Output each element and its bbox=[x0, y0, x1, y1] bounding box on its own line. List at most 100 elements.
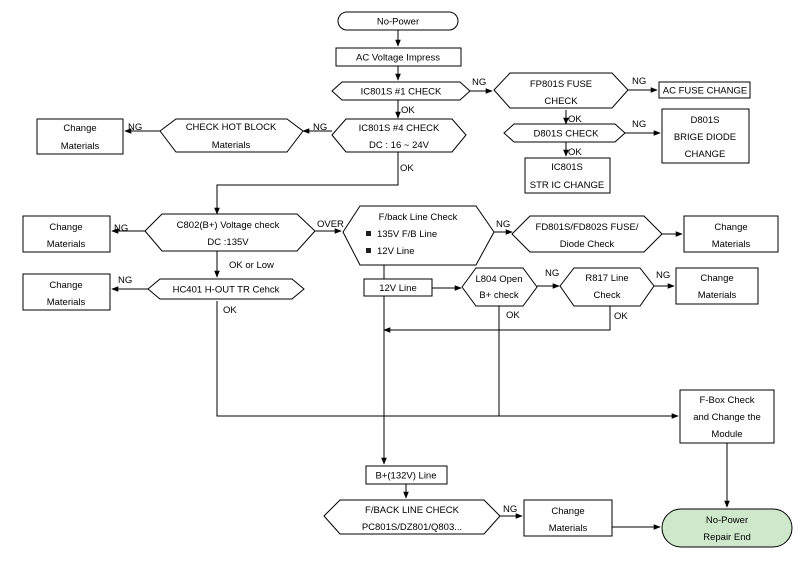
node-ac-fuse-line: AC FUSE CHANGE bbox=[663, 86, 747, 97]
node-l804-line1: L804 Open bbox=[475, 274, 522, 285]
node-change-3-line1: Change bbox=[714, 222, 747, 233]
node-d801s-check-line: D801S CHECK bbox=[534, 129, 600, 140]
node-fd801s: FD801S/FD802S FUSE/ Diode Check bbox=[511, 215, 663, 253]
node-fp801s-line2: CHECK bbox=[544, 96, 578, 107]
label-ng-fback: NG bbox=[496, 219, 510, 230]
node-change-2-line1: Change bbox=[49, 222, 82, 233]
label-ok-hc401: OK bbox=[223, 305, 237, 316]
node-fbox-line3: Module bbox=[711, 429, 742, 440]
node-fbox-line1: F-Box Check bbox=[700, 395, 755, 406]
node-ic801s-1-line: IC801S #1 CHECK bbox=[361, 87, 442, 98]
node-change-4-line1: Change bbox=[49, 280, 82, 291]
node-d801s-bridge-line2: BRIGE DIODE bbox=[674, 132, 736, 143]
node-start-line: No-Power bbox=[377, 17, 419, 28]
node-r817-line2: Check bbox=[594, 290, 621, 301]
node-hot-block-line2: Materials bbox=[212, 140, 251, 151]
node-fback-final-line2: PC801S/DZ801/Q803... bbox=[362, 522, 462, 533]
label-ok-r817: OK bbox=[614, 311, 628, 322]
node-change-4-line2: Materials bbox=[47, 297, 86, 308]
node-r817: R817 Line Check bbox=[559, 267, 655, 307]
node-c802-line1: C802(B+) Voltage check bbox=[177, 220, 280, 231]
node-12v-line: 12V Line bbox=[363, 278, 433, 297]
node-change-5-line2: Materials bbox=[698, 290, 737, 301]
label-ng-ic801s4: NG bbox=[313, 122, 327, 133]
node-hot-block-line1: CHECK HOT BLOCK bbox=[186, 122, 277, 133]
bullet-12v-icon bbox=[366, 248, 371, 253]
node-change-5-line1: Change bbox=[700, 273, 733, 284]
node-12v-line-text: 12V Line bbox=[379, 283, 417, 294]
node-change-3-line2: Materials bbox=[712, 239, 751, 250]
node-bplus: B+(132V) Line bbox=[365, 465, 448, 485]
node-change-6-line1: Change bbox=[551, 506, 584, 517]
node-fback-final: F/BACK LINE CHECK PC801S/DZ801/Q803... bbox=[323, 499, 501, 535]
label-ok-d801s: OK bbox=[568, 147, 582, 158]
label-ng-hotblock: NG bbox=[128, 122, 142, 133]
label-ng-l804: NG bbox=[545, 268, 559, 279]
node-l804: L804 Open B+ check bbox=[461, 267, 538, 307]
label-ng-d801s: NG bbox=[632, 119, 646, 130]
node-l804-line2: B+ check bbox=[479, 290, 519, 301]
node-change-6: Change Materials bbox=[523, 499, 613, 537]
node-bplus-line: B+(132V) Line bbox=[376, 471, 437, 482]
node-ic801s-1: IC801S #1 CHECK bbox=[331, 81, 471, 101]
label-ok-ic801s4: OK bbox=[400, 163, 414, 174]
node-change-5: Change Materials bbox=[675, 267, 759, 305]
label-ng-r817: NG bbox=[656, 270, 670, 281]
node-fp801s-line1: FP801S FUSE bbox=[530, 79, 592, 90]
node-d801s-bridge-line1: D801S bbox=[690, 115, 719, 126]
node-fbox-line2: and Change the bbox=[693, 412, 761, 423]
node-ac-fuse: AC FUSE CHANGE bbox=[658, 81, 751, 99]
node-start: No-Power bbox=[337, 11, 459, 31]
node-hc401: HC401 H-OUT TR Cehck bbox=[147, 278, 305, 300]
node-fback: F/back Line Check 135V F/B Line 12V Line bbox=[342, 205, 495, 266]
node-ic801s-str-line1: IC801S bbox=[551, 162, 583, 173]
node-hc401-line: HC401 H-OUT TR Cehck bbox=[173, 285, 280, 296]
node-fback-line1: F/back Line Check bbox=[379, 212, 458, 223]
node-ic801s-str-line2: STR IC CHANGE bbox=[530, 180, 604, 191]
node-end: No-Power Repair End bbox=[661, 508, 793, 548]
label-ok-l804: OK bbox=[506, 310, 520, 321]
node-change-1-line1: Change bbox=[63, 123, 96, 134]
node-end-line1: No-Power bbox=[706, 515, 748, 526]
node-change-6-line2: Materials bbox=[549, 523, 588, 534]
label-ng-hc401: NG bbox=[118, 275, 132, 286]
node-fd801s-line2: Diode Check bbox=[560, 239, 615, 250]
node-ic801s-str: IC801S STR IC CHANGE bbox=[524, 157, 611, 194]
node-change-2-line2: Materials bbox=[47, 239, 86, 250]
node-d801s-bridge: D801S BRIGE DIODE CHANGE bbox=[661, 108, 750, 164]
node-ac-voltage: AC Voltage Impress bbox=[335, 47, 462, 67]
node-fd801s-line1: FD801S/FD802S FUSE/ bbox=[536, 222, 639, 233]
node-fback-line2: 135V F/B Line bbox=[377, 229, 437, 240]
node-change-4: Change Materials bbox=[22, 273, 111, 311]
label-ok-or-low: OK or Low bbox=[229, 260, 274, 271]
node-change-2: Change Materials bbox=[22, 215, 111, 253]
node-ic801s-4: IC801S #4 CHECK DC : 16 ~ 24V bbox=[331, 118, 467, 153]
label-ok-fp801s: OK bbox=[568, 114, 582, 125]
node-change-3: Change Materials bbox=[683, 215, 779, 253]
node-fback-final-line1: F/BACK LINE CHECK bbox=[365, 505, 460, 516]
node-d801s-check: D801S CHECK bbox=[503, 123, 626, 143]
edge-labels: NG OK NG OK NG OK NG NG OK NG OVER NG OK… bbox=[114, 76, 670, 515]
node-d801s-bridge-line3: CHANGE bbox=[685, 149, 726, 160]
node-change-1-line2: Materials bbox=[61, 141, 100, 152]
label-ng-c802: NG bbox=[114, 223, 128, 234]
node-c802: C802(B+) Voltage check DC :135V bbox=[144, 213, 316, 252]
label-ok-ic801s1: OK bbox=[401, 105, 415, 116]
node-ic801s-4-line2: DC : 16 ~ 24V bbox=[369, 140, 430, 151]
connectors bbox=[111, 30, 730, 530]
node-fbox: F-Box Check and Change the Module bbox=[679, 389, 775, 444]
label-ng-fp801s: NG bbox=[632, 76, 646, 87]
node-c802-line2: DC :135V bbox=[207, 237, 249, 248]
node-change-1: Change Materials bbox=[36, 118, 124, 155]
node-end-line2: Repair End bbox=[703, 532, 751, 543]
node-r817-line1: R817 Line bbox=[585, 273, 628, 284]
label-over-c802: OVER bbox=[317, 219, 344, 230]
node-fback-line3: 12V Line bbox=[377, 246, 415, 257]
node-ic801s-4-line1: IC801S #4 CHECK bbox=[359, 123, 440, 134]
node-ac-voltage-line: AC Voltage Impress bbox=[356, 53, 440, 64]
node-fp801s: FP801S FUSE CHECK bbox=[493, 72, 629, 109]
bullet-135v-icon bbox=[366, 231, 371, 236]
node-hot-block: CHECK HOT BLOCK Materials bbox=[159, 118, 304, 153]
label-ng-ic801s1: NG bbox=[472, 77, 486, 88]
